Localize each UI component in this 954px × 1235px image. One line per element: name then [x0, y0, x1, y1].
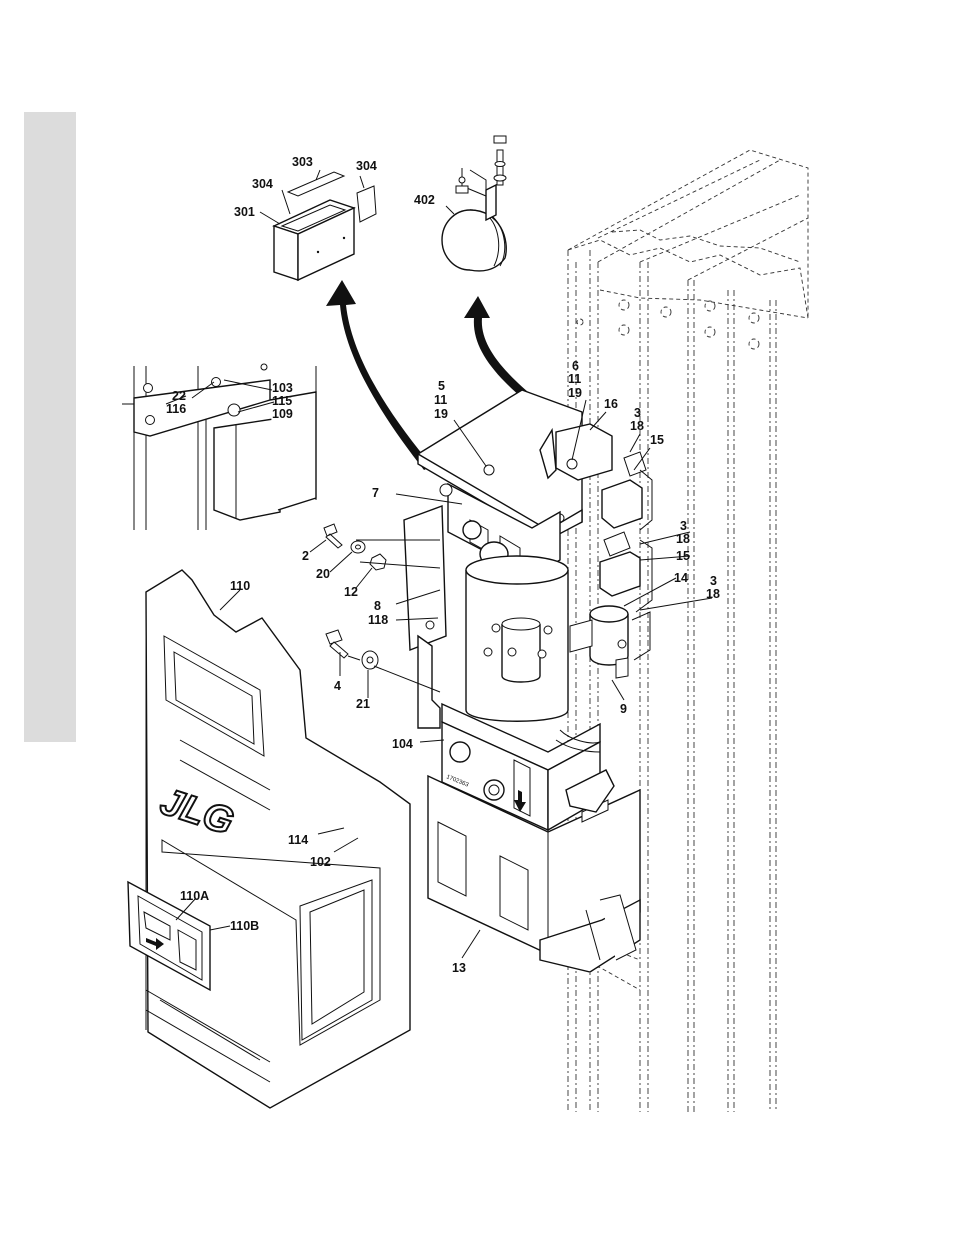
label-304-left: 304 [252, 177, 273, 191]
decal-304 [357, 186, 376, 222]
label-118: 118 [368, 613, 388, 627]
label-20: 20 [316, 567, 330, 581]
label-102: 102 [310, 855, 331, 869]
label-115: 115 [272, 394, 292, 408]
label-110: 110 [230, 579, 250, 593]
label-5: 5 [438, 379, 445, 393]
label-104: 104 [392, 737, 413, 751]
label-15-a: 15 [650, 433, 664, 447]
label-3-c: 3 [710, 574, 717, 588]
label-18-b: 18 [676, 532, 690, 546]
label-16: 16 [604, 397, 618, 411]
label-18-c: 18 [706, 587, 720, 601]
arrow-to-housing [326, 280, 432, 470]
label-110B: 110B [230, 919, 259, 933]
label-15-b: 15 [676, 549, 690, 563]
label-3-b: 3 [680, 519, 687, 533]
label-110A: 110A [180, 889, 209, 903]
label-9: 9 [620, 702, 627, 716]
label-402: 402 [414, 193, 435, 207]
label-116: 116 [166, 402, 186, 416]
decal-303 [288, 172, 344, 196]
arrow-to-beacon [464, 296, 528, 398]
label-303: 303 [292, 155, 313, 169]
label-14: 14 [674, 571, 688, 585]
beacon-402 [442, 136, 506, 271]
label-19-b: 19 [568, 386, 582, 400]
label-109: 109 [272, 407, 293, 421]
label-8: 8 [374, 599, 381, 613]
label-114: 114 [288, 833, 308, 847]
pump-assembly [404, 390, 652, 972]
label-301: 301 [234, 205, 255, 219]
label-22: 22 [172, 389, 186, 403]
label-4: 4 [334, 679, 341, 693]
label-12: 12 [344, 585, 358, 599]
light-housing-301 [274, 172, 376, 280]
label-11-b: 11 [568, 372, 581, 386]
label-13: 13 [452, 961, 466, 975]
label-19-a: 19 [434, 407, 448, 421]
label-7: 7 [372, 486, 379, 500]
label-3-a: 3 [634, 406, 641, 420]
label-6: 6 [572, 359, 579, 373]
label-11-a: 11 [434, 393, 447, 407]
label-2: 2 [302, 549, 309, 563]
label-103: 103 [272, 381, 293, 395]
label-18-a: 18 [630, 419, 644, 433]
label-304-right: 304 [356, 159, 377, 173]
label-21: 21 [356, 697, 370, 711]
